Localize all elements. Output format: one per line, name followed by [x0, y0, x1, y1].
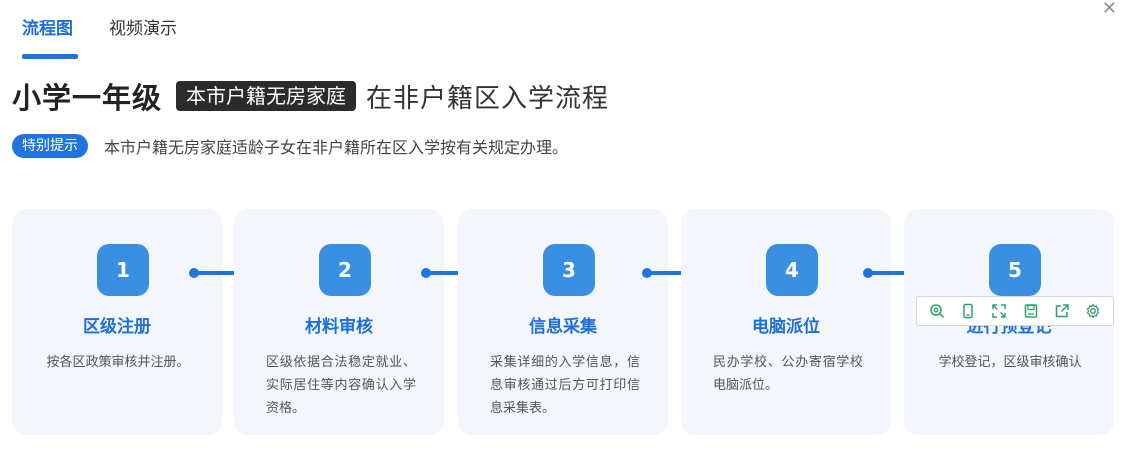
- step-description: 区级依据合法稳定就业、实际居住等内容确认入学资格。: [266, 355, 416, 416]
- share-icon[interactable]: [1051, 300, 1073, 322]
- step-description: 采集详细的入学信息，信息审核通过后方可打印信息采集表。: [490, 355, 640, 416]
- step-title: 信息采集: [529, 317, 597, 337]
- title-highlight-pill: 本市户籍无房家庭: [176, 81, 357, 111]
- close-icon[interactable]: ✕: [1101, 0, 1117, 19]
- expand-icon[interactable]: [988, 300, 1010, 322]
- save-icon[interactable]: [1020, 300, 1042, 322]
- step-number: 1: [97, 244, 149, 296]
- step-card-4: 4 电脑派位 民办学校、公办寄宿学校电脑派位。: [681, 209, 891, 435]
- page-title: 小学一年级 本市户籍无房家庭 在非户籍区入学流程: [12, 78, 610, 115]
- step-title: 材料审核: [305, 317, 373, 337]
- tab-video-demo[interactable]: 视频演示: [109, 19, 177, 39]
- step-title: 区级注册: [83, 317, 151, 337]
- tab-flowchart[interactable]: 流程图: [22, 19, 73, 39]
- step-description: 按各区政策审核并注册。: [46, 355, 190, 370]
- step-number: 4: [766, 244, 818, 296]
- notice-row: 特别提示 本市户籍无房家庭适龄子女在非户籍所在区入学按有关规定办理。: [12, 134, 568, 158]
- notice-text: 本市户籍无房家庭适龄子女在非户籍所在区入学按有关规定办理。: [104, 138, 569, 157]
- step-card-3: 3 信息采集 采集详细的入学信息，信息审核通过后方可打印信息采集表。: [458, 209, 668, 435]
- tab-bar: 流程图 视频演示: [22, 18, 177, 40]
- title-rest: 在非户籍区入学流程: [366, 83, 610, 114]
- search-icon[interactable]: [926, 300, 948, 322]
- step-card-1: 1 区级注册 按各区政策审核并注册。: [12, 209, 222, 435]
- step-card-2: 2 材料审核 区级依据合法稳定就业、实际居住等内容确认入学资格。: [234, 209, 444, 435]
- title-main: 小学一年级: [12, 81, 163, 115]
- step-number: 2: [319, 244, 371, 296]
- step-number: 3: [543, 244, 595, 296]
- step-description: 民办学校、公办寄宿学校电脑派位。: [713, 355, 863, 393]
- phone-icon[interactable]: [957, 300, 979, 322]
- notice-badge: 特别提示: [12, 134, 88, 158]
- step-description: 学校登记，区级审核确认: [938, 355, 1082, 370]
- step-number: 5: [989, 244, 1041, 296]
- active-tab-indicator: [22, 54, 78, 59]
- floating-toolbar: [916, 296, 1114, 326]
- step-title: 电脑派位: [752, 317, 820, 337]
- settings-icon[interactable]: [1082, 300, 1104, 322]
